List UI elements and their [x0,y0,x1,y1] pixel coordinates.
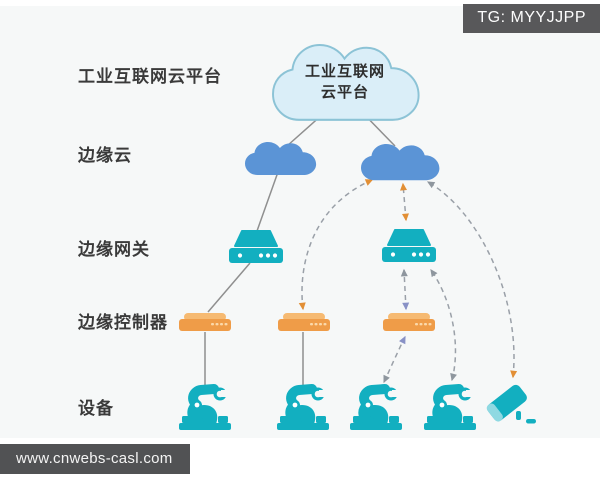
cloud-platform-title-line2: 云平台 [320,84,369,101]
camera-icon [486,384,536,424]
connector-camera-edgecloud-right [426,181,518,379]
label-device-layer: 设备 [78,399,114,418]
connector-controller2-edgecloud-right [298,179,374,311]
robot-arm-2-icon [277,388,329,431]
connector-controller3-gateway-right [400,268,410,311]
label-edge-cloud-layer: 边缘云 [78,146,132,165]
watermark: www.cnwebs-casl.com [0,444,190,474]
tg-badge: TG: MYYJJPP [463,4,600,33]
top-margin [0,0,600,6]
edge-controller-2-icon [278,313,330,331]
edge-gateway-right-icon [381,229,437,263]
edge-controller-3-icon [383,313,435,331]
connector-edgecloud-gateway-left [256,171,279,232]
label-edge-controller-layer: 边缘控制器 [78,313,168,332]
robot-arm-4-icon [424,388,476,431]
robot-arm-1-icon [179,388,231,431]
connector-gateway-controller-left [207,262,251,313]
cloud-platform-title-line1: 工业互联网 [304,63,385,80]
cloud-platform-title: 工业互联网 云平台 [280,61,410,103]
edge-cloud-left-icon [245,142,317,175]
label-cloud-platform-layer: 工业互联网云平台 [78,67,222,86]
robot-arm-3-icon [350,388,402,431]
connector-robot3-controller3 [383,335,406,384]
dashed-connectors [298,179,518,384]
connector-gateway-right-edgecloud-right [400,182,409,222]
label-edge-gateway-layer: 边缘网关 [78,240,150,259]
edge-controller-1-icon [179,313,231,331]
edge-gateway-left-icon [228,230,284,264]
edge-cloud-right-icon [361,144,440,181]
